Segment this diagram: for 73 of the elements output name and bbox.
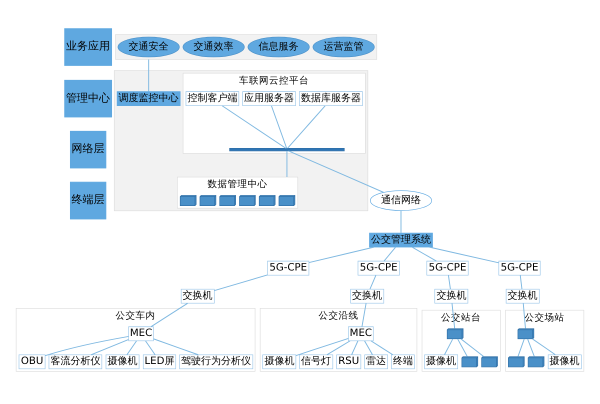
- node-box: 信号灯: [299, 354, 334, 369]
- node-box: 控制客户端: [186, 90, 240, 106]
- connector: [270, 104, 288, 148]
- node-box: OBU: [18, 354, 46, 369]
- node-ellipse: 运营监管: [312, 36, 375, 57]
- node-box: 数据库服务器: [299, 90, 363, 106]
- node-bar: [229, 148, 345, 151]
- connector: [362, 302, 367, 327]
- cluster: [115, 34, 378, 60]
- connector: [412, 246, 437, 262]
- connector: [384, 246, 396, 262]
- connector: [457, 338, 468, 357]
- node-box: 交换机: [506, 288, 540, 303]
- node-ellipse: 交通效率: [182, 36, 245, 57]
- connector: [400, 210, 402, 233]
- connector: [286, 150, 288, 177]
- node-box: 终端层: [70, 181, 106, 219]
- connector: [448, 274, 451, 290]
- node-box: 网络层: [70, 130, 106, 168]
- node-box: 管理中心: [64, 79, 112, 117]
- node-box: 摄像机: [424, 354, 458, 369]
- connector: [370, 274, 376, 290]
- connector: [296, 337, 349, 356]
- connector: [287, 104, 326, 148]
- node-box: LED屏: [142, 354, 176, 369]
- connector: [520, 274, 522, 290]
- node-box: 终端: [391, 354, 415, 369]
- cluster: 数据管理中心: [177, 176, 298, 208]
- connector: [145, 340, 156, 355]
- connector: [153, 338, 199, 355]
- connector: [527, 338, 535, 357]
- node-box: 摄像机: [262, 354, 296, 369]
- node-box: 调度监控中心: [116, 90, 181, 106]
- connector: [370, 340, 394, 355]
- connector: [364, 340, 373, 355]
- connector: [522, 302, 526, 328]
- connector: [428, 246, 500, 263]
- node-box: 5G-CPE: [498, 260, 541, 275]
- connector: [44, 335, 129, 356]
- node-box: 雷达: [364, 354, 388, 369]
- cluster: [114, 70, 368, 211]
- connector: [444, 338, 454, 355]
- connector: [148, 58, 150, 92]
- node-box: 交换机: [180, 288, 215, 303]
- node-box: 5G-CPE: [426, 260, 469, 275]
- node-box: 驾驶行为分析仪: [179, 354, 254, 369]
- node-box: 应用服务器: [242, 90, 296, 106]
- node-box: 业务应用: [64, 28, 112, 66]
- node-box: RSU: [336, 354, 362, 369]
- connector: [90, 338, 129, 355]
- node-box: 交换机: [434, 288, 468, 303]
- node-ellipse: 信息服务: [248, 36, 310, 57]
- node-ellipse: 交通安全: [118, 36, 180, 57]
- node-box: 摄像机: [106, 354, 140, 369]
- connector: [214, 274, 268, 291]
- connector: [308, 246, 374, 263]
- node-box: 摄像机: [548, 354, 582, 369]
- connector: [126, 340, 138, 355]
- node-box: 客流分析仪: [48, 354, 102, 369]
- node-box: 公交管理系统: [369, 232, 433, 247]
- connector: [532, 338, 556, 355]
- node-box: 交换机: [350, 288, 384, 303]
- connector: [351, 340, 358, 355]
- node-box: 5G-CPE: [267, 260, 310, 275]
- connector: [222, 104, 286, 148]
- connector: [150, 302, 188, 327]
- connector: [288, 150, 384, 192]
- node-ellipse: 通信网络: [370, 190, 432, 210]
- connector: [326, 340, 351, 355]
- node-box: 5G-CPE: [358, 260, 400, 275]
- connector: [452, 302, 456, 328]
- node-box: MEC: [128, 326, 154, 341]
- node-box: MEC: [348, 326, 374, 341]
